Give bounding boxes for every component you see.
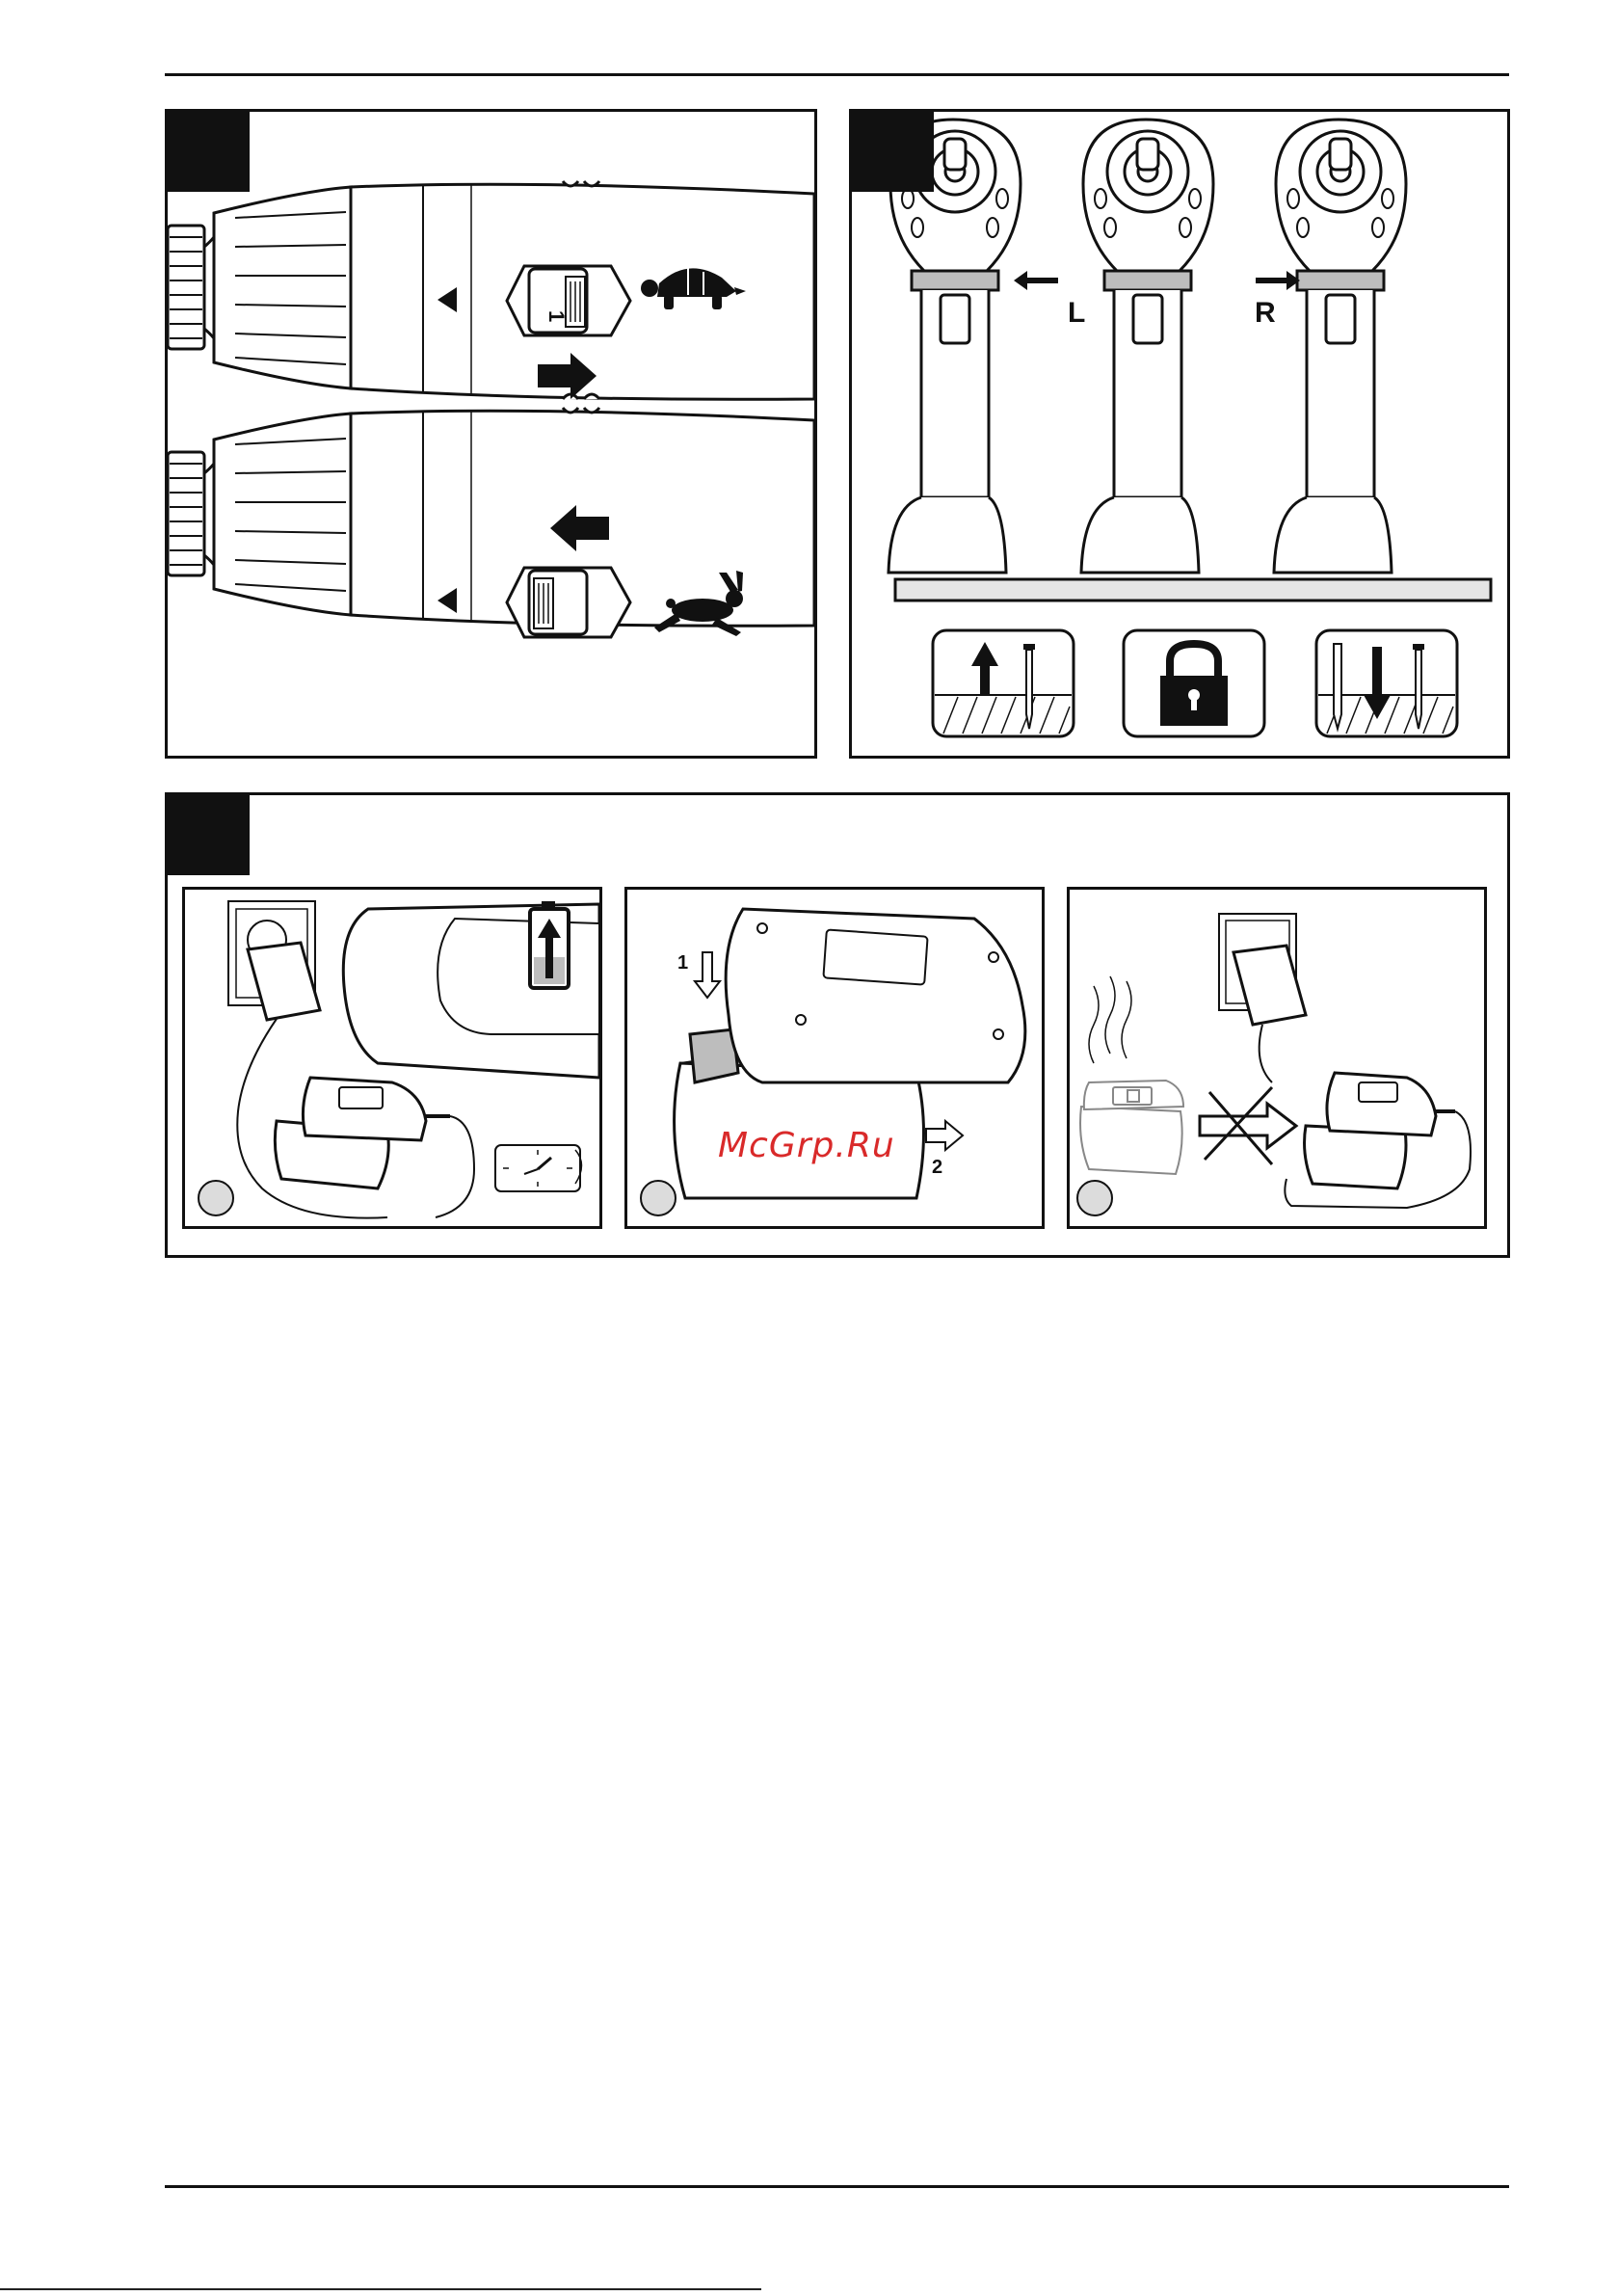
panel-rotation-direction: L R [849, 109, 1510, 759]
base-plate [895, 579, 1491, 601]
battery-level-icon [530, 901, 569, 988]
watermark: McGrp.Ru [718, 1126, 895, 1165]
clock-icon [495, 1145, 582, 1191]
sub-panel-battery-removal: 1 2 [624, 887, 1045, 1229]
step-2-label: 2 [932, 1157, 942, 1178]
battery-removal-illustration: 1 2 [627, 890, 1042, 1226]
step-circle [199, 1181, 233, 1215]
top-rule [165, 73, 1509, 76]
drill-front-center [1081, 120, 1213, 573]
page-edge-line [0, 2288, 761, 2290]
arrow-up-screw-icon [933, 630, 1074, 736]
panel-battery-charging: 1 2 [165, 792, 1510, 1258]
rotation-direction-illustration: L R [852, 112, 1507, 756]
gear-selector-illustration: 1 [168, 112, 814, 756]
panel-gear-selector: 1 [165, 109, 817, 759]
charging-illustration [185, 890, 599, 1226]
label-right: R [1255, 297, 1276, 329]
arrow-down-drill-screw-icon [1316, 630, 1457, 736]
step-1-label: 1 [677, 952, 688, 974]
transfer-arrow-icon [1200, 1104, 1296, 1148]
step-circle [1077, 1181, 1112, 1215]
arrow-right-icon [926, 1121, 963, 1150]
arrow-down-icon [695, 952, 720, 998]
heat-waves-icon [1089, 976, 1131, 1063]
hot-battery [1080, 1081, 1183, 1174]
panel-tab [168, 112, 250, 192]
label-left: L [1068, 297, 1085, 329]
switch-number: 1 [544, 310, 569, 322]
sub-panel-no-hot-battery [1067, 887, 1487, 1229]
bottom-rule [165, 2185, 1509, 2188]
panel-tab [852, 112, 934, 192]
panel-tab [168, 795, 250, 875]
padlock-icon [1124, 630, 1264, 736]
no-hot-battery-illustration [1070, 890, 1484, 1226]
sub-panel-charging [182, 887, 602, 1229]
step-circle [641, 1181, 676, 1215]
drill-front-right [1274, 120, 1406, 573]
